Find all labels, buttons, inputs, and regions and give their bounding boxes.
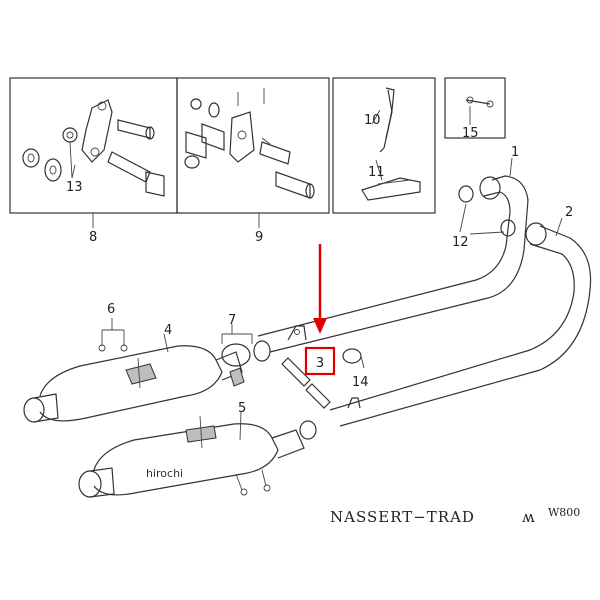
connector-pipe-3a — [281, 357, 311, 387]
pipe-bracket-upper — [287, 325, 307, 341]
part-label-14: 14 — [352, 375, 369, 390]
part-label-5: 5 — [238, 401, 246, 416]
leader-13 — [69, 141, 73, 179]
part-label-11: 11 — [368, 165, 385, 180]
panel-9-parts — [184, 88, 315, 199]
part-label-2: 2 — [565, 205, 573, 220]
part-label-10: 10 — [364, 113, 381, 128]
inset-panel-15 — [444, 77, 506, 139]
muffler-5 — [78, 415, 317, 498]
clamp-7 — [221, 324, 271, 387]
connector-pipe-3b — [305, 383, 331, 409]
pipe-bracket-hole — [294, 329, 300, 335]
header-pipe-1-outline-top — [269, 175, 529, 353]
callout-arrow — [313, 244, 327, 334]
model-name: W800 — [548, 506, 580, 519]
part-label-9: 9 — [255, 230, 263, 245]
pipe-bracket-lower — [347, 397, 361, 409]
bracket-6-bolts — [98, 318, 128, 352]
part-label-8: 8 — [89, 230, 97, 245]
header-1-flange — [479, 176, 501, 200]
muffler-4 — [23, 345, 243, 423]
leader-12-b — [469, 231, 505, 235]
header-pipe-2-outline-bottom — [329, 243, 575, 411]
title-mark: ʍ — [522, 508, 536, 526]
header-2-flange — [525, 222, 547, 246]
header-pipe-2-outline-top — [339, 225, 592, 427]
leader-1 — [509, 157, 513, 177]
clamp-14 — [342, 348, 362, 364]
panel-15-parts — [465, 96, 494, 108]
leader-4 — [163, 333, 169, 353]
part-label-7: 7 — [228, 313, 236, 328]
watermark-text: hirochi — [146, 467, 183, 480]
leader-5 — [239, 411, 242, 441]
part-label-6: 6 — [107, 302, 115, 317]
panel-8-parts — [22, 99, 165, 197]
header-pipe-1-outline-bottom — [257, 191, 511, 337]
inset-panel-9 — [176, 77, 330, 214]
leader-14 — [360, 355, 365, 369]
part-3-highlight-box — [304, 346, 336, 376]
gasket-12-b — [500, 219, 516, 237]
callout-arrow-head — [313, 318, 327, 334]
inset-panel-10-11 — [332, 77, 436, 214]
part-label-4: 4 — [164, 323, 172, 338]
part-label-13: 13 — [66, 180, 83, 195]
panel-10-11-parts — [361, 87, 421, 201]
leader-11 — [375, 159, 383, 181]
part-label-15: 15 — [462, 126, 479, 141]
diagram-title: NASSERT−TRAD — [330, 508, 475, 526]
part-label-3: 3 — [316, 356, 324, 371]
gasket-12-a — [458, 185, 474, 203]
part-label-1: 1 — [511, 145, 519, 160]
leader-10 — [371, 109, 381, 125]
leader-2 — [555, 217, 563, 237]
leader-12-a — [459, 203, 467, 233]
part-label-12: 12 — [452, 235, 469, 250]
